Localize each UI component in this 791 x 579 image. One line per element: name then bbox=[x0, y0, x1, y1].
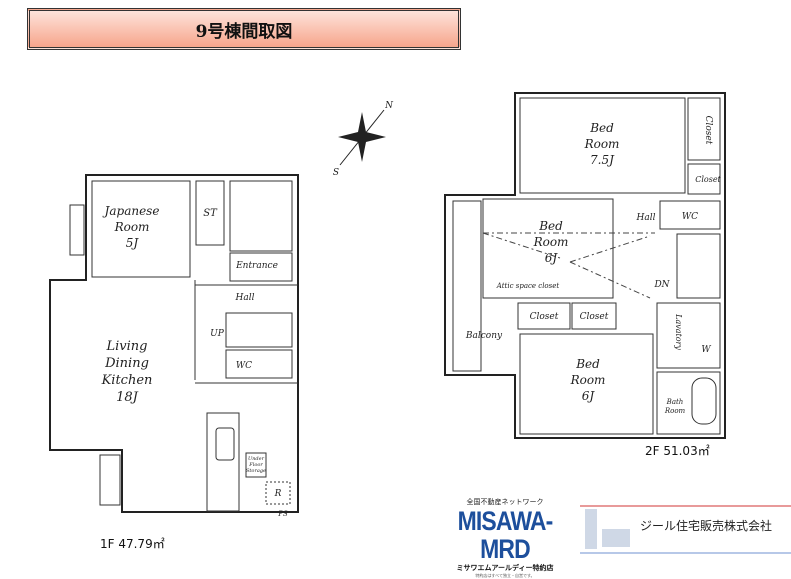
attic-closet-label: Attic space closet bbox=[496, 282, 560, 290]
room-label-lavatory: Lavatory bbox=[674, 313, 683, 350]
closet-label: Closet bbox=[580, 312, 609, 322]
room-label: 7.5J bbox=[590, 153, 615, 167]
room-label: 6J bbox=[545, 251, 559, 265]
room-label-st: ST bbox=[203, 208, 218, 219]
logo-fine-text: 特約店はすべて独立・自営です。 bbox=[475, 573, 535, 578]
company-banner: ジール住宅販売株式会社 bbox=[580, 505, 791, 554]
company-name: ジール住宅販売株式会社 bbox=[640, 519, 773, 533]
room-label: Floor bbox=[248, 462, 263, 468]
logo-brand-text: MISAWA-MRD bbox=[457, 506, 554, 564]
floor2-area: 2F 51.03㎡ bbox=[645, 444, 710, 458]
closet-label: Closet bbox=[530, 312, 559, 322]
room-label: Storage bbox=[246, 468, 266, 474]
stairs-up-label: UP bbox=[210, 329, 225, 339]
room-label: Bed bbox=[538, 219, 563, 233]
room-label-hall: Hall bbox=[235, 293, 255, 303]
room-label: 18J bbox=[116, 390, 139, 405]
room-label: Room bbox=[584, 137, 620, 151]
room-label: Under bbox=[248, 456, 265, 462]
stairs-down-label: DN bbox=[653, 280, 670, 290]
logo-network-text: 全国不動産ネットワーク bbox=[466, 498, 544, 506]
compass-rose-icon: N S bbox=[333, 101, 394, 178]
compass-north-label: N bbox=[384, 101, 394, 111]
house-icon bbox=[602, 529, 630, 547]
page-title-banner: 9号棟間取図 bbox=[27, 8, 461, 50]
misawa-mrd-logo: 全国不動産ネットワーク MISAWA-MRD ミサワエムアールディー特約店 特約… bbox=[425, 497, 585, 579]
washer-label: W bbox=[701, 345, 711, 355]
page-title: 9号棟間取図 bbox=[195, 21, 293, 42]
compass-south-label: S bbox=[333, 168, 339, 178]
room-label: Room bbox=[664, 407, 686, 415]
room-label: 5J bbox=[126, 236, 140, 250]
building-icon bbox=[585, 509, 597, 549]
refrigerator-label: R bbox=[274, 489, 282, 499]
logo-sub-text: ミサワエムアールディー特約店 bbox=[456, 564, 554, 572]
room-label: Bed bbox=[575, 357, 600, 371]
room-label: Living bbox=[106, 339, 148, 354]
closet-label: Closet bbox=[695, 175, 721, 184]
room-label-entrance: Entrance bbox=[235, 261, 278, 271]
room-label: Japanese bbox=[102, 204, 160, 218]
room-label-wc: WC bbox=[236, 361, 252, 371]
room-label: Room bbox=[114, 220, 150, 234]
pipe-space-label: PS bbox=[277, 510, 288, 518]
room-label: Room bbox=[570, 373, 606, 387]
closet-label: Closet bbox=[703, 116, 713, 145]
room-label: Bath bbox=[666, 398, 684, 406]
room-label: 6J bbox=[582, 389, 596, 403]
room-label-hall: Hall bbox=[636, 213, 656, 223]
room-label-wc: WC bbox=[682, 212, 698, 222]
room-label-balcony: Balcony bbox=[465, 331, 503, 341]
room-label: Dining bbox=[104, 356, 149, 371]
floor1-area: 1F 47.79㎡ bbox=[100, 537, 165, 551]
room-label: Room bbox=[533, 235, 569, 249]
room-label: Bed bbox=[589, 121, 614, 135]
room-label: Kitchen bbox=[101, 373, 153, 388]
